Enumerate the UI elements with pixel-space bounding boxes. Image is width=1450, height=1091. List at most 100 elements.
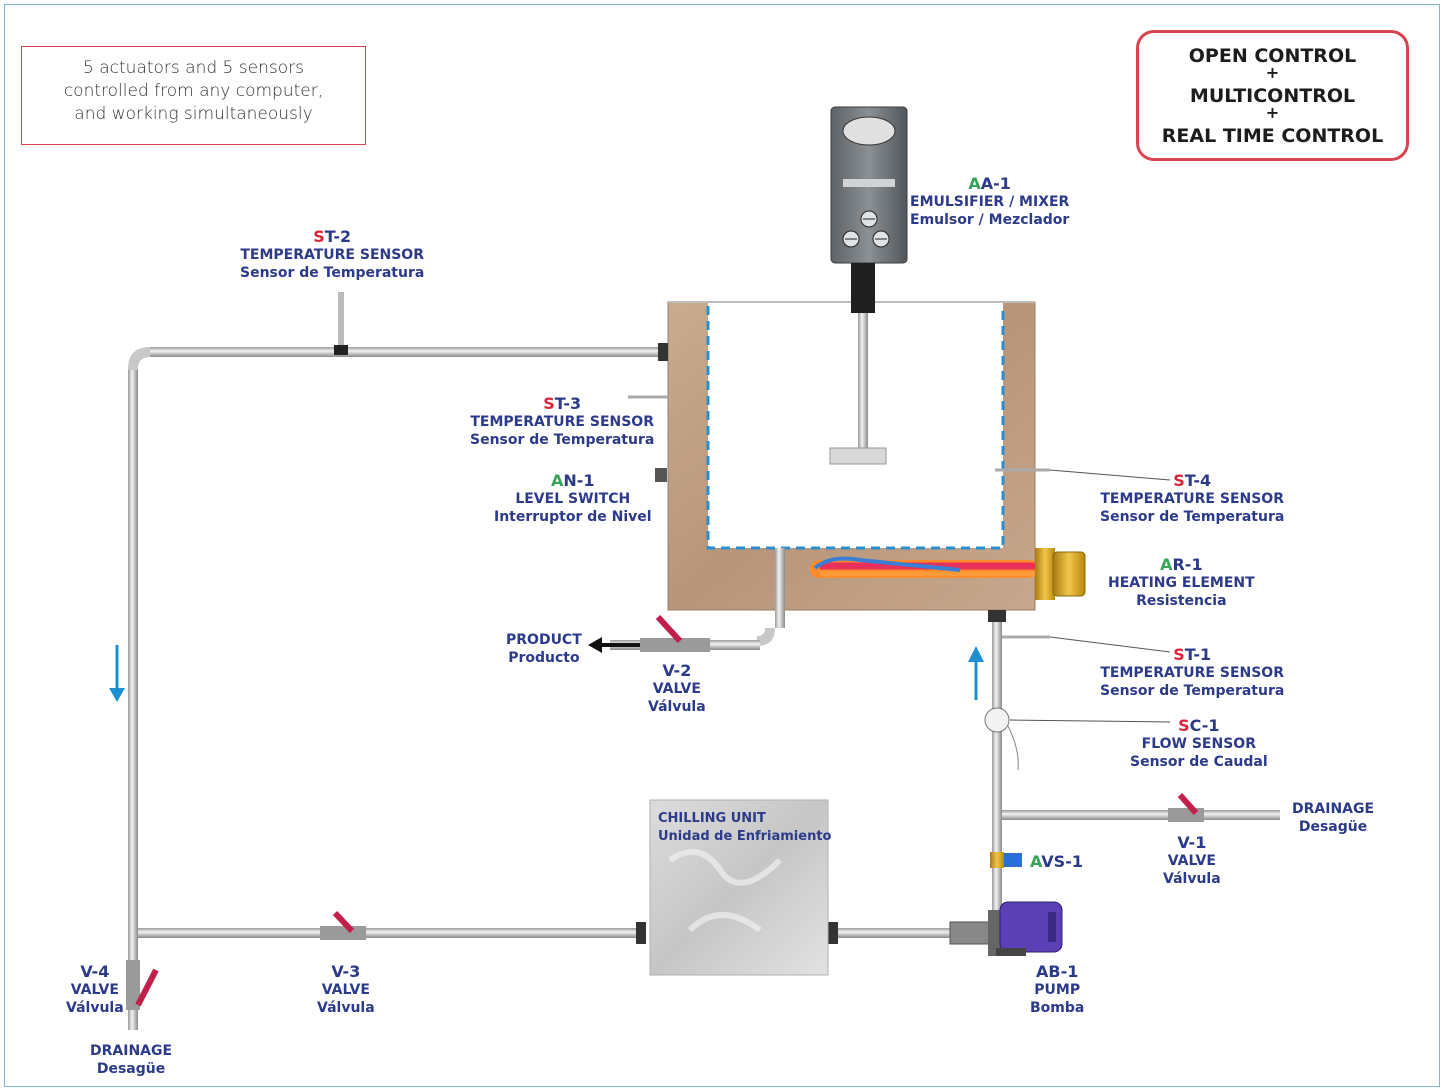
- v3-en: VALVE: [321, 982, 370, 998]
- pump: [949, 901, 1063, 956]
- label-st2: ST-2 TEMPERATURE SENSOR Sensor de Temper…: [240, 227, 424, 282]
- v2-es: Válvula: [648, 699, 706, 715]
- label-st1: ST-1 TEMPERATURE SENSOR Sensor de Temper…: [1100, 645, 1284, 700]
- label-avs1: AVS-1: [1030, 852, 1083, 871]
- leader-lines: [1009, 469, 1171, 723]
- chiller-en: CHILLING UNIT: [658, 811, 766, 826]
- v2-code: V-2: [662, 661, 692, 680]
- label-drain-left: DRAINAGE Desagüe: [90, 1042, 172, 1078]
- ar1-es: Resistencia: [1136, 593, 1227, 609]
- valve-v1: [1168, 793, 1204, 822]
- ab1-es: Bomba: [1030, 1000, 1085, 1016]
- aa1-en: EMULSIFIER / MIXER: [910, 194, 1070, 210]
- sc1-es: Sensor de Caudal: [1130, 754, 1268, 770]
- ab1-code: AB-1: [1036, 962, 1079, 981]
- flow-arrow-up-icon: [968, 646, 984, 700]
- v1-es: Válvula: [1163, 871, 1221, 887]
- drain-right-es: Desagüe: [1298, 819, 1368, 835]
- valve-v3: [320, 910, 366, 940]
- label-v4: V-4 VALVE Válvula: [66, 962, 124, 1017]
- v1-code: V-1: [1177, 833, 1207, 852]
- st1-code-rest: T-1: [1184, 645, 1212, 664]
- product-arrow-icon: [588, 637, 640, 653]
- aa1-es: Emulsor / Mezclador: [910, 212, 1070, 228]
- label-ab1: AB-1 PUMP Bomba: [1030, 962, 1084, 1017]
- label-st4: ST-4 TEMPERATURE SENSOR Sensor de Temper…: [1100, 471, 1284, 526]
- label-product: PRODUCT Producto: [506, 631, 582, 667]
- sc1-en: FLOW SENSOR: [1141, 736, 1256, 752]
- valve-v4: [126, 960, 159, 1010]
- drain-left-es: Desagüe: [96, 1061, 166, 1077]
- st3-code-rest: T-3: [554, 394, 582, 413]
- v2-en: VALVE: [652, 681, 701, 697]
- an1-es: Interruptor de Nivel: [494, 509, 652, 525]
- chilling-unit: [649, 799, 829, 976]
- label-v1: V-1 VALVE Válvula: [1163, 833, 1221, 888]
- v3-es: Válvula: [317, 1000, 375, 1016]
- v4-en: VALVE: [70, 982, 119, 998]
- control-line-2: MULTICONTROL: [1189, 85, 1356, 107]
- st3-code-prefix: S: [543, 394, 555, 413]
- label-v3: V-3 VALVE Válvula: [317, 962, 375, 1017]
- note-line-1: 5 actuators and 5 sensors: [83, 58, 304, 78]
- sensor-probes: [334, 292, 1050, 639]
- control-line-3: REAL TIME CONTROL: [1161, 125, 1384, 147]
- v4-code: V-4: [80, 962, 110, 981]
- control-plus-2: +: [1265, 103, 1280, 122]
- avs-valve: [990, 852, 1022, 868]
- label-st3: ST-3 TEMPERATURE SENSOR Sensor de Temper…: [470, 394, 654, 449]
- st3-es: Sensor de Temperatura: [470, 432, 655, 448]
- avs1-code-rest: VS-1: [1041, 852, 1083, 871]
- ar1-code-prefix: A: [1160, 555, 1173, 574]
- v4-es: Válvula: [66, 1000, 124, 1016]
- v3-code: V-3: [331, 962, 361, 981]
- sc1-code-prefix: S: [1178, 716, 1190, 735]
- st1-code-prefix: S: [1173, 645, 1185, 664]
- mixer: [829, 106, 908, 465]
- chiller-es: Unidad de Enfriamiento: [658, 829, 832, 844]
- ar1-en: HEATING ELEMENT: [1108, 575, 1255, 591]
- st1-es: Sensor de Temperatura: [1100, 683, 1285, 699]
- ar1-code-rest: R-1: [1172, 555, 1203, 574]
- label-v2: V-2 VALVE Válvula: [648, 661, 706, 716]
- drain-right-en: DRAINAGE: [1292, 801, 1375, 817]
- st2-es: Sensor de Temperatura: [240, 265, 425, 281]
- v1-en: VALVE: [1167, 853, 1216, 869]
- control-line-1: OPEN CONTROL: [1188, 45, 1357, 67]
- control-modes-box: OPEN CONTROL + MULTICONTROL + REAL TIME …: [1136, 30, 1409, 161]
- note-line-3: and working simultaneously: [74, 104, 313, 124]
- drain-left-en: DRAINAGE: [90, 1043, 173, 1059]
- label-sc1: SC-1 FLOW SENSOR Sensor de Caudal: [1130, 716, 1268, 771]
- st4-en: TEMPERATURE SENSOR: [1100, 491, 1284, 507]
- ab1-en: PUMP: [1034, 982, 1081, 998]
- product-en: PRODUCT: [506, 632, 582, 648]
- flow-sensor: [984, 707, 1019, 771]
- aa1-code-rest: A-1: [980, 174, 1011, 193]
- st2-code-rest: T-2: [324, 227, 352, 246]
- label-drain-right: DRAINAGE Desagüe: [1292, 800, 1374, 836]
- label-aa1: AA-1 EMULSIFIER / MIXER Emulsor / Mezcla…: [910, 174, 1069, 229]
- heating-element: [810, 548, 1086, 600]
- st2-en: TEMPERATURE SENSOR: [240, 247, 424, 263]
- an1-code-prefix: A: [551, 471, 564, 490]
- note-line-2: controlled from any computer,: [63, 81, 324, 101]
- st4-code-rest: T-4: [1184, 471, 1212, 490]
- label-chiller: CHILLING UNIT Unidad de Enfriamiento: [658, 810, 831, 846]
- avs1-code-prefix: A: [1030, 852, 1042, 871]
- features-note: 5 actuators and 5 sensors controlled fro…: [21, 46, 366, 145]
- aa1-code-prefix: A: [968, 174, 981, 193]
- st2-code-prefix: S: [313, 227, 325, 246]
- st1-en: TEMPERATURE SENSOR: [1100, 665, 1284, 681]
- an1-en: LEVEL SWITCH: [515, 491, 631, 507]
- st4-code-prefix: S: [1173, 471, 1185, 490]
- flow-arrow-down-icon: [109, 645, 125, 702]
- product-es: Producto: [508, 650, 580, 666]
- diagram-frame: [4, 4, 1440, 1087]
- valve-v2: [640, 614, 710, 652]
- label-an1: AN-1 LEVEL SWITCH Interruptor de Nivel: [494, 471, 652, 526]
- sc1-code-rest: C-1: [1189, 716, 1220, 735]
- control-plus-1: +: [1265, 63, 1280, 82]
- label-ar1: AR-1 HEATING ELEMENT Resistencia: [1108, 555, 1255, 610]
- st3-en: TEMPERATURE SENSOR: [470, 414, 654, 430]
